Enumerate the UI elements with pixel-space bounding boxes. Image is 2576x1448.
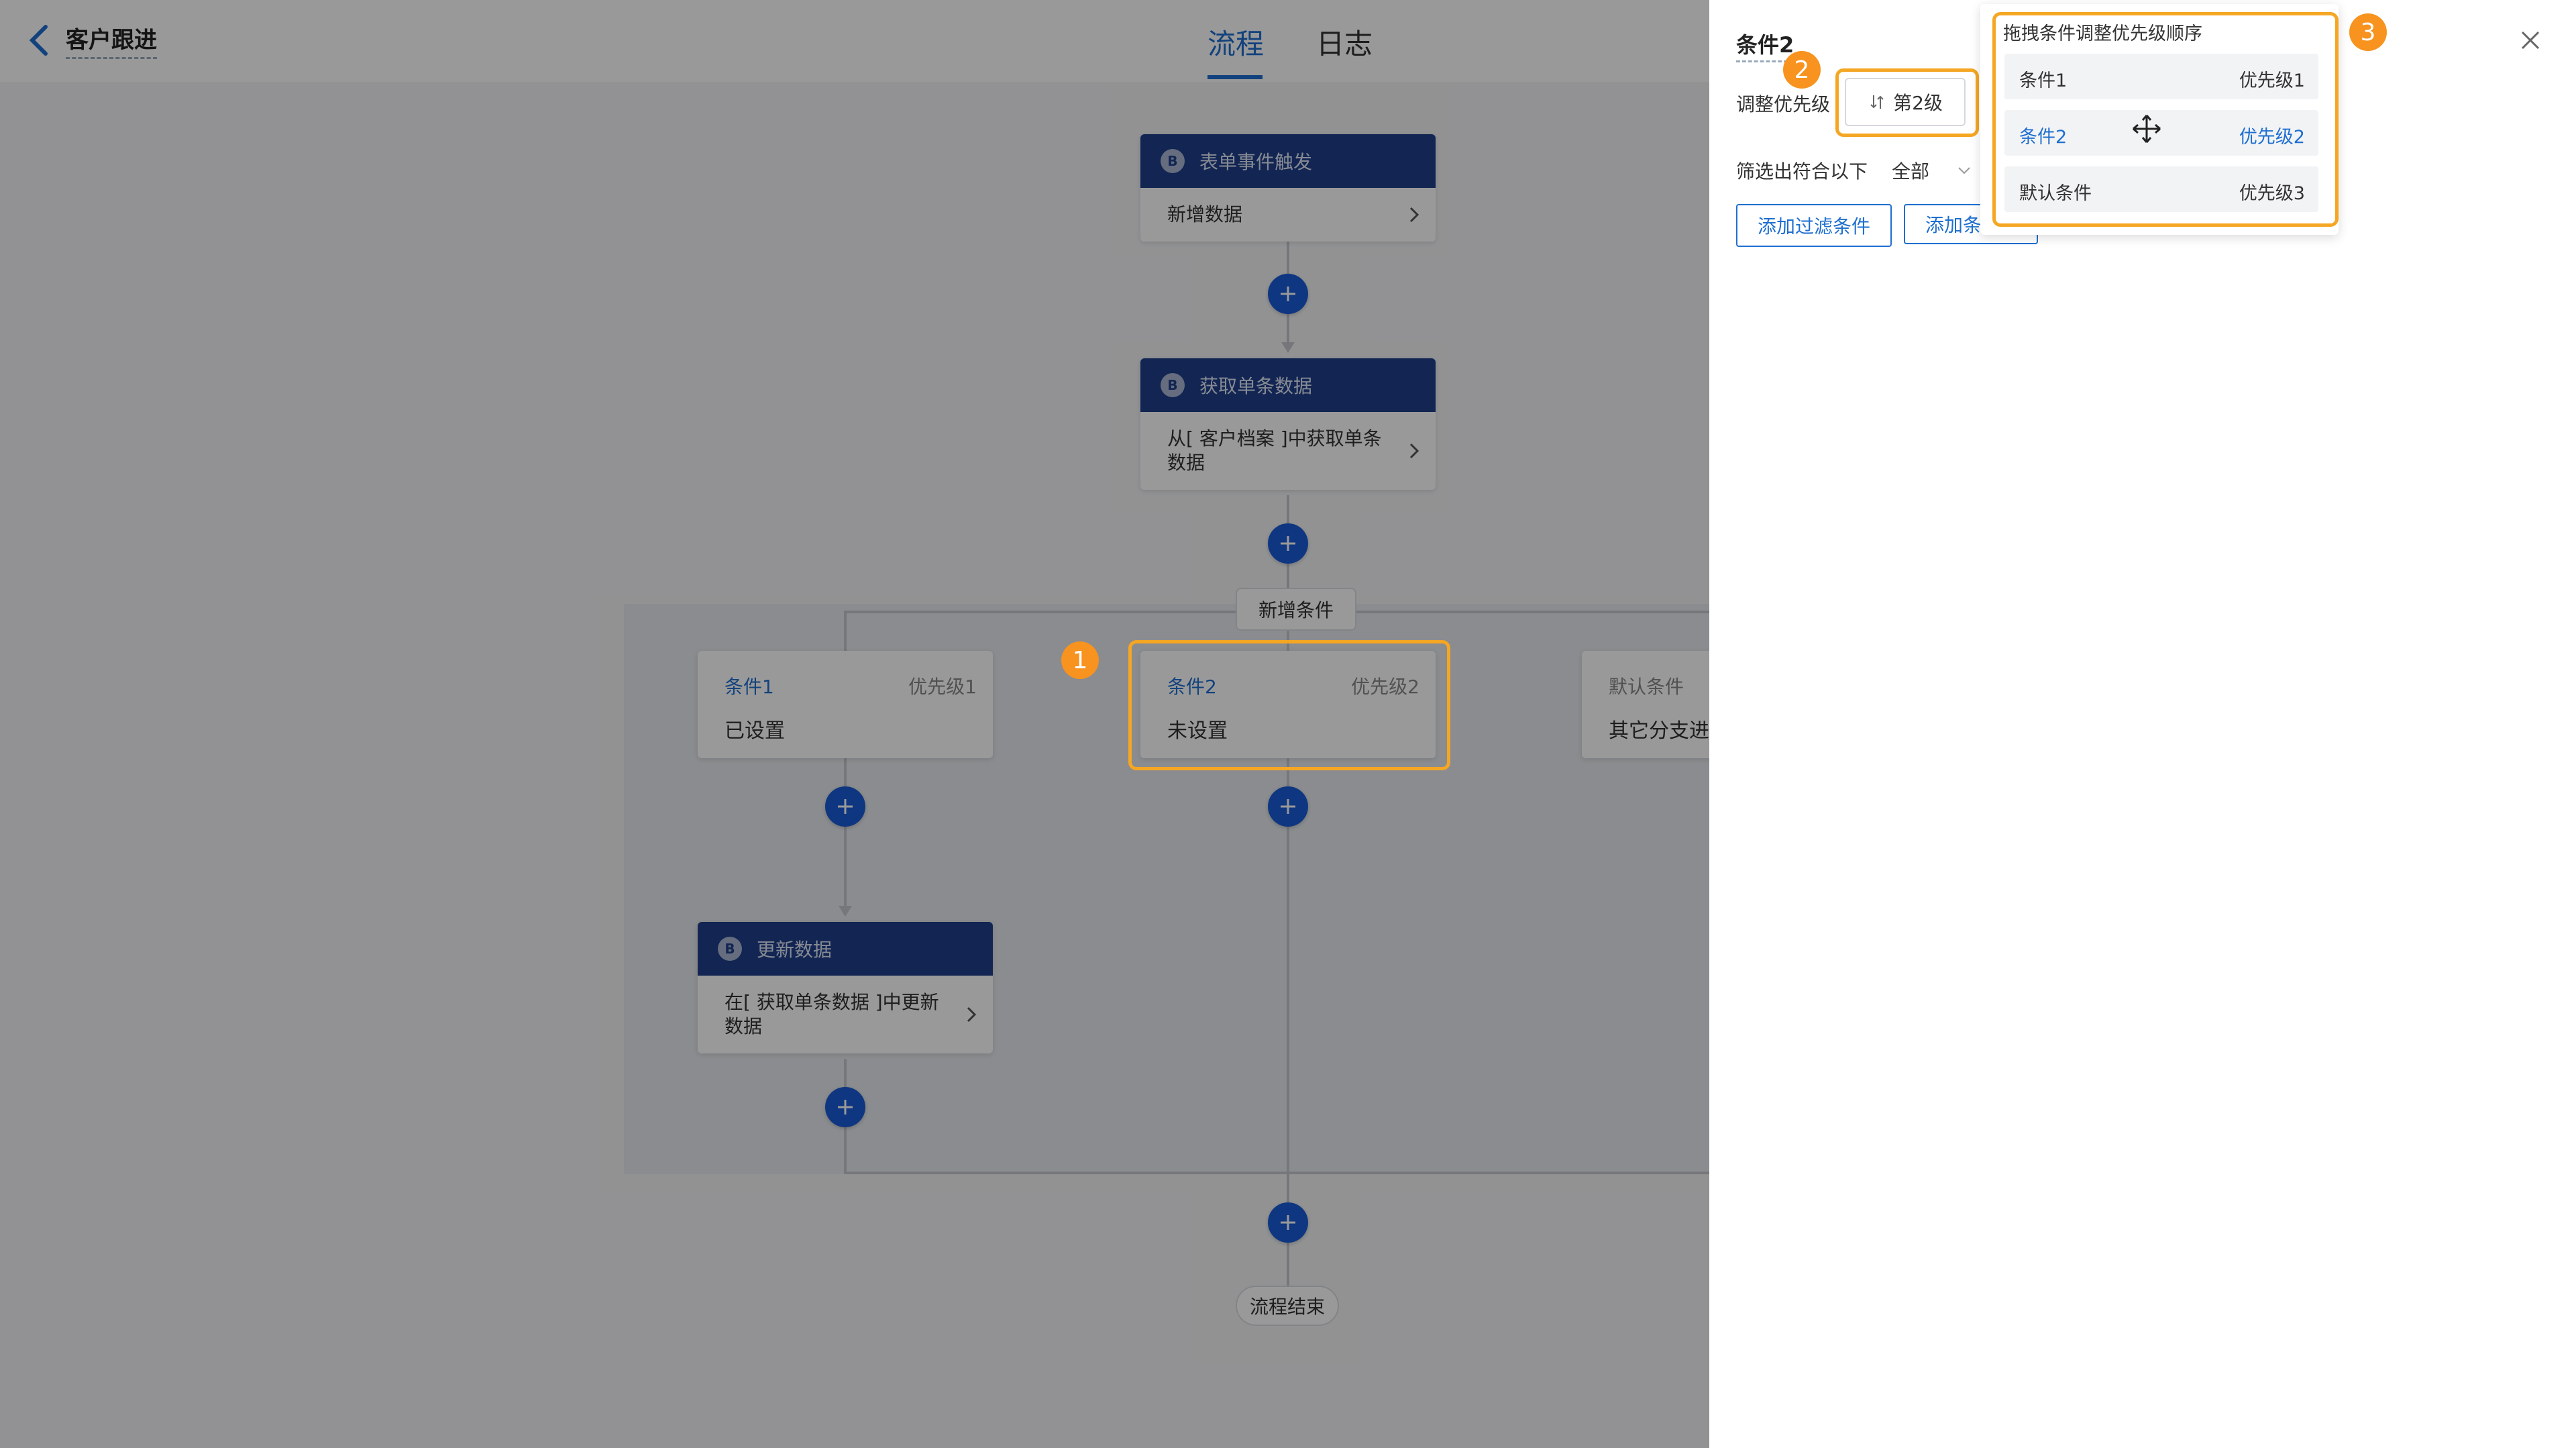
priority-item-name: 默认条件: [2019, 183, 2092, 204]
plus-icon: [1281, 1215, 1295, 1230]
node-header: B 更新数据: [698, 922, 993, 976]
annotation-badge-1: 1: [1061, 641, 1099, 679]
top-bar: [0, 0, 1709, 82]
filter-mode-select[interactable]: 全部: [1892, 157, 1972, 184]
plus-icon: [1281, 536, 1295, 551]
priority-item-level: 优先级3: [2239, 183, 2305, 204]
sort-icon: [1870, 95, 1884, 109]
node-type-icon: B: [1161, 149, 1185, 173]
page-title: 客户跟进: [66, 21, 157, 59]
add-node-button[interactable]: [825, 786, 865, 827]
node-description: 从[ 客户档案 ]中获取单条数据: [1167, 427, 1382, 474]
node-description: 新增数据: [1167, 203, 1243, 225]
modal-backdrop[interactable]: [0, 0, 1709, 1448]
move-cursor-icon: [2133, 115, 2161, 143]
priority-item-level: 优先级2: [2239, 127, 2305, 148]
highlight-box-condition: [1128, 640, 1450, 770]
annotation-badge-2: 2: [1783, 51, 1821, 89]
node-title: 更新数据: [757, 939, 833, 961]
tab-flow[interactable]: 流程: [1208, 28, 1265, 60]
node-type-icon: B: [718, 937, 742, 961]
add-node-button[interactable]: [1268, 274, 1308, 314]
condition-priority: 优先级1: [908, 676, 977, 698]
priority-item-level: 优先级1: [2239, 70, 2305, 91]
fetch-node[interactable]: B 获取单条数据 从[ 客户档案 ]中获取单条数据: [1140, 358, 1436, 490]
priority-label: 调整优先级: [1736, 93, 1831, 115]
plus-icon: [838, 799, 853, 814]
node-body: 从[ 客户档案 ]中获取单条数据: [1140, 412, 1436, 490]
condition-card-1[interactable]: 条件1 优先级1 已设置: [698, 651, 993, 758]
dropdown-title: 拖拽条件调整优先级顺序: [2003, 23, 2202, 44]
priority-value: 第2级: [1893, 92, 1943, 114]
add-node-button[interactable]: [1268, 523, 1308, 564]
filter-label: 筛选出符合以下: [1736, 160, 1868, 183]
connector: [844, 611, 847, 913]
plus-icon: [1281, 287, 1295, 301]
node-title: 获取单条数据: [1199, 375, 1313, 397]
connector-arrow: [1281, 342, 1295, 353]
condition-card-default[interactable]: 默认条件 其它分支进入: [1582, 651, 1709, 758]
condition-name: 条件1: [724, 676, 774, 698]
chevron-right-icon: [1409, 443, 1419, 459]
branch-connector: [845, 1172, 1709, 1174]
chevron-down-icon: [1958, 167, 1970, 174]
flow-end-label: 流程结束: [1236, 1286, 1339, 1326]
tab-log[interactable]: 日志: [1316, 28, 1373, 60]
filter-mode-value: 全部: [1892, 160, 1930, 183]
highlight-box-priority: [1835, 68, 1979, 137]
plus-icon: [1281, 799, 1295, 814]
node-body: 在[ 获取单条数据 ]中更新数据: [698, 976, 993, 1053]
add-node-button[interactable]: [825, 1087, 865, 1127]
trigger-node[interactable]: B 表单事件触发 新增数据: [1140, 134, 1436, 242]
priority-item-name: 条件2: [2019, 127, 2068, 148]
panel-title: 条件2: [1736, 28, 1794, 62]
chevron-right-icon: [967, 1006, 977, 1023]
connector: [1287, 495, 1289, 1300]
priority-item-name: 条件1: [2019, 70, 2068, 91]
priority-item-2[interactable]: 条件2 优先级2: [2004, 110, 2318, 156]
priority-item-3[interactable]: 默认条件 优先级3: [2004, 166, 2318, 212]
annotation-badge-3: 3: [2349, 13, 2387, 51]
add-filter-button[interactable]: 添加过滤条件: [1736, 204, 1892, 247]
node-body: 新增数据: [1140, 188, 1436, 242]
chevron-right-icon: [1409, 207, 1419, 223]
highlight-box-dropdown: [1992, 12, 2339, 227]
condition-card-2[interactable]: 条件2 优先级2 未设置: [1140, 651, 1436, 758]
node-header: B 表单事件触发: [1140, 134, 1436, 188]
node-title: 表单事件触发: [1199, 151, 1313, 173]
condition-priority: 优先级2: [1351, 676, 1419, 698]
connector-arrow: [839, 906, 852, 917]
add-node-button[interactable]: [1268, 786, 1308, 827]
flow-canvas: 客户跟进 流程 日志 B 表单事件触发 新增数据 B 获取单条数据 从[ 客户档…: [0, 0, 1709, 1326]
condition-state: 其它分支进入: [1609, 719, 1709, 743]
condition-state: 已设置: [724, 719, 785, 743]
condition-name: 默认条件: [1609, 676, 1684, 698]
node-type-icon: B: [1161, 373, 1185, 397]
back-button[interactable]: 客户跟进: [27, 20, 157, 60]
chevron-left-icon: [29, 25, 48, 56]
condition-name: 条件2: [1167, 676, 1217, 698]
update-node[interactable]: B 更新数据 在[ 获取单条数据 ]中更新数据: [698, 922, 993, 1053]
tab-active-indicator: [1208, 75, 1263, 79]
plus-icon: [838, 1100, 853, 1115]
add-condition-button[interactable]: 新增条件: [1236, 588, 1356, 631]
add-node-button[interactable]: [1268, 1202, 1308, 1243]
condition-state: 未设置: [1167, 719, 1228, 743]
node-header: B 获取单条数据: [1140, 358, 1436, 412]
close-icon[interactable]: [2517, 27, 2544, 54]
priority-select-button[interactable]: 第2级: [1845, 78, 1966, 126]
priority-item-1[interactable]: 条件1 优先级1: [2004, 54, 2318, 99]
node-description: 在[ 获取单条数据 ]中更新数据: [724, 991, 939, 1037]
